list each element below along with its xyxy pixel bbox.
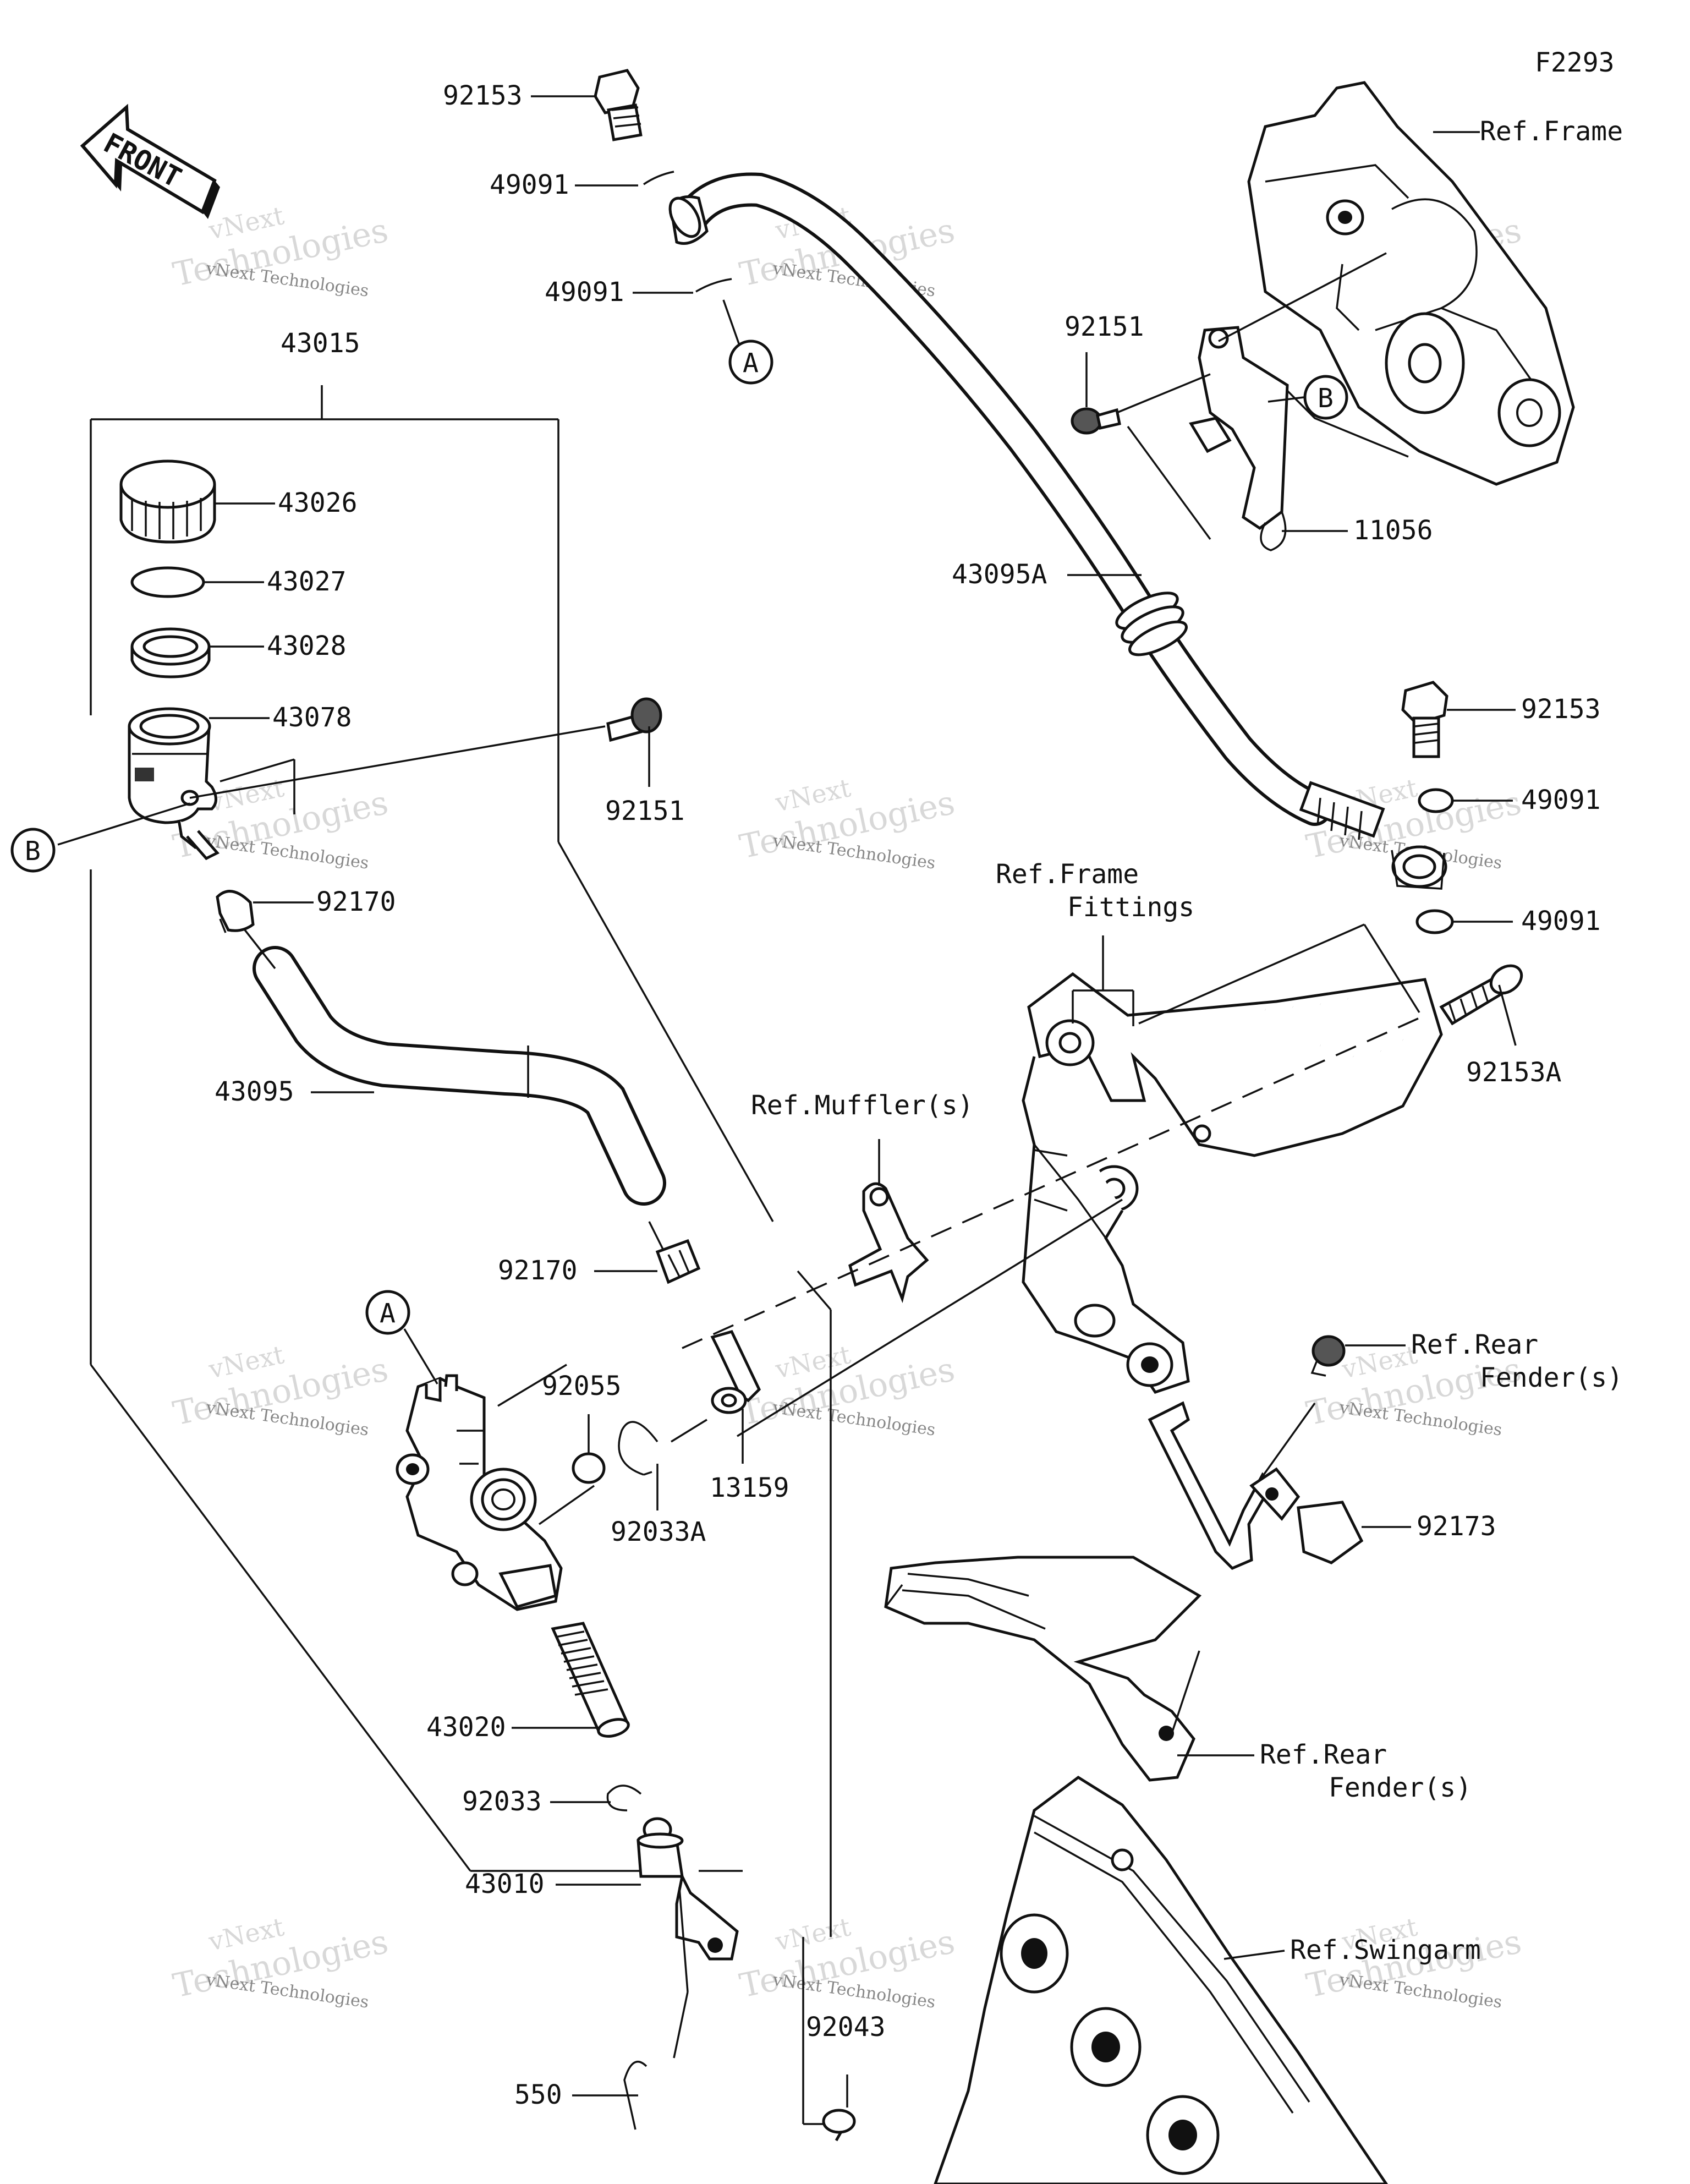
part-number-43078: 43078 xyxy=(272,702,352,733)
pin-92043 xyxy=(822,2109,856,2142)
part-number-92043: 92043 xyxy=(806,2012,886,2043)
ref-rear-fender-illustration xyxy=(884,1556,1202,1782)
o-ring-92055 xyxy=(572,1452,606,1484)
ref-rear-fender-screw xyxy=(1310,1335,1346,1377)
part-number-43010: 43010 xyxy=(465,1869,545,1900)
banjo-bolt-92153-top xyxy=(594,69,643,141)
part-number-43027: 43027 xyxy=(267,566,347,597)
part-number-92151: 92151 xyxy=(605,796,685,826)
part-number-49091: 49091 xyxy=(490,169,569,200)
reservoir-tank-43078 xyxy=(128,707,220,861)
reservoir-cap-43026 xyxy=(119,459,216,544)
watermark: vNext Technologies vNext Technologies xyxy=(170,1339,392,1440)
svg-text:A: A xyxy=(743,348,759,379)
part-number-43026: 43026 xyxy=(278,488,358,518)
watermark: vNext Technologies vNext Technologies xyxy=(737,1912,958,2012)
part-number-92170: 92170 xyxy=(498,1255,578,1286)
screw-92151-mid xyxy=(606,697,662,742)
circlip-92033 xyxy=(606,1785,642,1811)
piston-43020 xyxy=(551,1622,630,1738)
part-number-92170: 92170 xyxy=(316,886,396,917)
clamp-92170-top xyxy=(216,890,255,933)
ref-muffler-illustration xyxy=(848,1182,929,1304)
master-cylinder xyxy=(396,1374,563,1611)
guide-line xyxy=(737,1198,1123,1437)
part-number-92033A: 92033A xyxy=(611,1517,706,1547)
hose-43095 xyxy=(253,946,666,1206)
callout-b-top: B xyxy=(1303,375,1348,420)
svg-text:B: B xyxy=(1318,383,1334,414)
part-number-43095A: 43095A xyxy=(952,559,1047,590)
part-number-92033: 92033 xyxy=(462,1786,542,1817)
part-number-49091: 49091 xyxy=(1521,906,1601,937)
clamp-92170-bot xyxy=(655,1239,701,1284)
banjo-bolt-92153-right xyxy=(1401,681,1448,758)
cotter-pin-550 xyxy=(623,2060,648,2130)
washer-49091-b xyxy=(695,278,732,293)
part-number-43028: 43028 xyxy=(267,631,347,661)
ref-muffler-label: Ref.Muffler(s) xyxy=(751,1090,974,1121)
clamp-92173 xyxy=(1148,1401,1364,1570)
part-number-92151: 92151 xyxy=(1065,311,1144,342)
washer-49091-a xyxy=(643,171,674,185)
bracket-11056 xyxy=(1189,326,1289,551)
part-number-550: 550 xyxy=(514,2079,562,2110)
push-rod-43010 xyxy=(637,1817,739,1961)
part-number-92173: 92173 xyxy=(1417,1511,1496,1542)
watermark: vNext Technologies vNext Technologies xyxy=(737,1339,958,1440)
ref-frame-illustration xyxy=(1247,81,1575,486)
watermark: vNext Technologies vNext Technologies xyxy=(737,773,958,873)
screw-92151-top xyxy=(1071,407,1121,435)
callout-a-top: A xyxy=(728,340,773,385)
part-number-49091: 49091 xyxy=(545,277,624,308)
part-number-92055: 92055 xyxy=(542,1371,622,1402)
figure-code: F2293 xyxy=(1535,47,1615,78)
part-number-11056: 11056 xyxy=(1353,515,1433,546)
svg-text:A: A xyxy=(380,1298,396,1329)
diaphragm-43027 xyxy=(130,566,205,598)
part-number-92153A: 92153A xyxy=(1466,1057,1561,1088)
front-arrow-icon: FRONT xyxy=(80,103,220,219)
ref-swingarm-label: Ref.Swingarm xyxy=(1290,1935,1481,1966)
ref-rear-fender-label-1: Ref.Rear xyxy=(1411,1329,1538,1360)
hose-43095A xyxy=(668,172,1447,890)
part-number-43095: 43095 xyxy=(215,1076,294,1107)
ref-rear-fender-label-3: Ref.Rear xyxy=(1260,1739,1387,1770)
svg-text:B: B xyxy=(25,836,41,867)
ref-rear-fender-label-2: Fender(s) xyxy=(1480,1362,1623,1393)
ref-frame-label: Ref.Frame xyxy=(1480,116,1623,147)
bolt-92153A xyxy=(1439,964,1523,1026)
ref-swingarm-illustration xyxy=(934,1775,1389,2184)
part-number-13159: 13159 xyxy=(710,1473,789,1503)
ref-rear-fender-label-4: Fender(s) xyxy=(1329,1772,1472,1803)
washer-49091-r1 xyxy=(1418,788,1454,813)
washer-49091-r2 xyxy=(1415,909,1454,934)
part-number-92153: 92153 xyxy=(443,80,523,111)
ref-frame-fittings-label-2: Fittings xyxy=(1067,892,1194,923)
part-number-92153: 92153 xyxy=(1521,694,1601,725)
watermark: vNext Technologies vNext Technologies xyxy=(170,1912,392,2012)
fitting-13159 xyxy=(710,1330,761,1414)
callout-a-left: A xyxy=(365,1290,410,1335)
part-number-49091: 49091 xyxy=(1521,785,1601,815)
part-number-43015: 43015 xyxy=(281,328,360,359)
circlip-92033A xyxy=(618,1421,659,1476)
plate-43028 xyxy=(130,627,211,678)
callout-b-left: B xyxy=(10,828,56,873)
ref-frame-fittings-label-1: Ref.Frame xyxy=(996,859,1139,890)
assembly-box-43015 xyxy=(90,385,832,1937)
ref-frame-fittings-illustration xyxy=(1022,972,1443,1394)
part-number-43020: 43020 xyxy=(426,1712,506,1743)
watermark: vNext Technologies vNext Technologies xyxy=(170,200,392,301)
